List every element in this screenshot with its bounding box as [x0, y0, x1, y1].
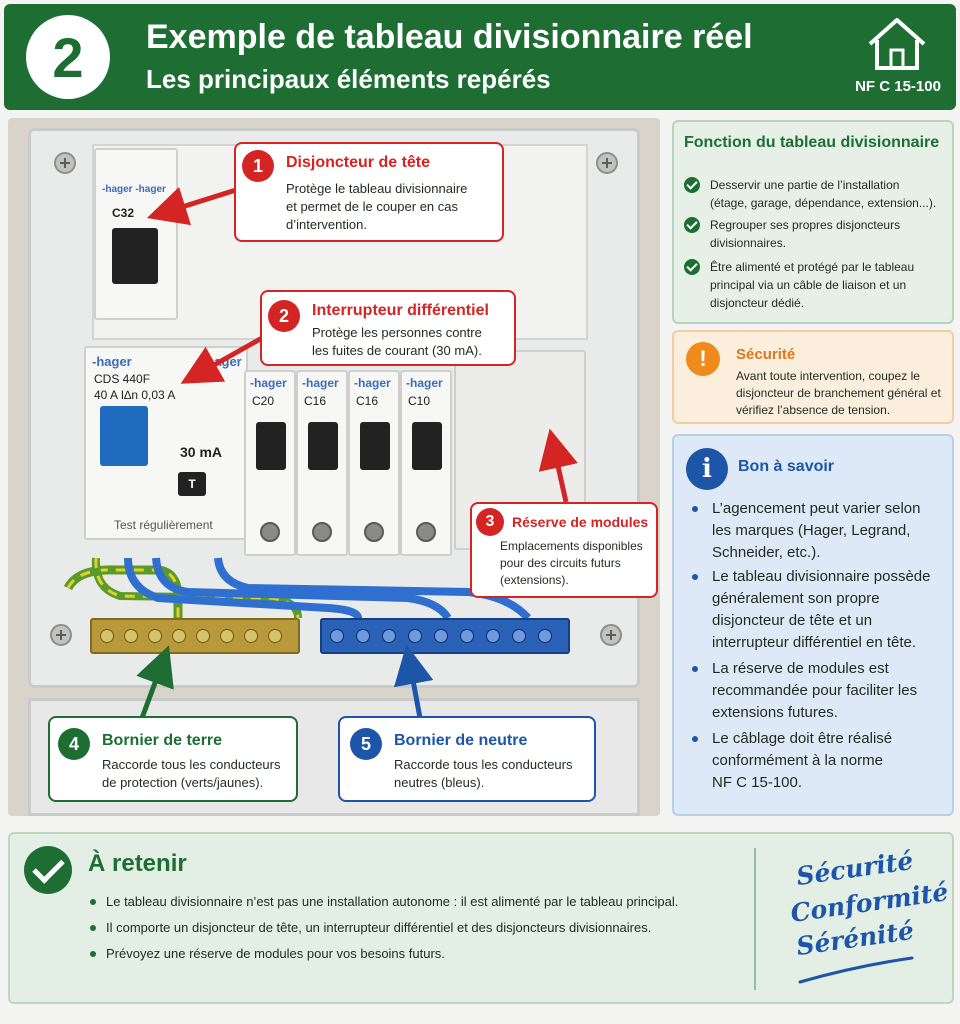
terminal-screw-icon: [364, 522, 384, 542]
warning-icon: !: [686, 342, 720, 376]
breaker-toggle[interactable]: [412, 422, 442, 470]
checkmark-icon: [24, 846, 72, 894]
callout-number: 2: [268, 300, 300, 332]
terminal-screw-icon: [416, 522, 436, 542]
callout-title: Bornier de neutre: [394, 732, 528, 749]
breaker-toggle[interactable]: [308, 422, 338, 470]
rcd-spec: 40 A I∆n 0,03 A: [94, 388, 176, 402]
security-panel: ! Sécurité Avant toute intervention, cou…: [672, 330, 954, 424]
callout-title: Réserve de modules: [512, 514, 649, 530]
neutral-busbar: [320, 618, 570, 654]
step-number-badge: 2: [26, 15, 110, 99]
terminal-screw-icon: [312, 522, 332, 542]
callout-title: Disjoncteur de tête: [286, 154, 431, 171]
security-text: Avant toute intervention, coupez le disj…: [736, 369, 941, 417]
info-icon: i: [686, 448, 728, 490]
callout-neutral-bar: 5 Bornier de neutre Raccorde tous les co…: [338, 716, 596, 802]
breaker-rating: C32: [112, 206, 135, 220]
bullet-icon: [692, 666, 698, 672]
screw-icon: [600, 624, 622, 646]
screw-icon: [596, 152, 618, 174]
security-title: Sécurité: [736, 346, 796, 363]
rcd-toggle[interactable]: [100, 406, 148, 466]
step-number: 2: [52, 25, 84, 89]
norm-label: NF C 15-100: [855, 78, 941, 95]
callout-reserve: 3 Réserve de modules Emplacements dispon…: [470, 502, 658, 598]
key-takeaways-title: À retenir: [88, 850, 187, 877]
breaker-c10: -hager C10: [400, 370, 452, 556]
brand-label: -hager: [406, 376, 443, 390]
breaker-c16: -hager C16: [296, 370, 348, 556]
breaker-rating: C20: [252, 394, 275, 408]
callout-number: 1: [242, 150, 274, 182]
callout-description: Protège le tableau divisionnaire et perm…: [286, 181, 468, 232]
callout-main-breaker: 1 Disjoncteur de tête Protège le tableau…: [234, 142, 504, 242]
bullet-icon: [90, 951, 96, 957]
bullet-icon: [90, 899, 96, 905]
check-icon: [684, 259, 700, 275]
callout-description: Raccorde tous les conducteurs neutres (b…: [394, 757, 573, 790]
breaker-rating: C16: [356, 394, 379, 408]
brand-label: -hager: [354, 376, 391, 390]
callout-title: Bornier de terre: [102, 732, 223, 749]
house-icon: [868, 18, 926, 70]
check-icon: [684, 177, 700, 193]
callout-description: Protège les personnes contre les fuites …: [312, 325, 482, 358]
callout-number: 3: [476, 508, 504, 536]
brand-label: -hager: [250, 376, 287, 390]
callout-rcd: 2 Interrupteur différentiel Protège les …: [260, 290, 516, 366]
good-to-know-title: Bon à savoir: [738, 458, 835, 475]
brand-label: -hager -hager: [102, 184, 166, 195]
test-button[interactable]: T: [178, 472, 206, 496]
test-note: Test régulièrement: [114, 518, 213, 532]
callout-number: 5: [350, 728, 382, 760]
breaker-c20: -hager C20: [244, 370, 296, 556]
main-breaker: -hager -hager C32: [94, 148, 178, 320]
terminal-screw-icon: [260, 522, 280, 542]
rcd-sensitivity: 30 mA: [180, 444, 223, 460]
earth-busbar: [90, 618, 300, 654]
header-banner: 2 Exemple de tableau divisionnaire réel …: [4, 4, 956, 110]
callout-number: 4: [58, 728, 90, 760]
wiring-icon: [63, 557, 531, 621]
swoosh-icon: [798, 956, 914, 984]
page-subtitle: Les principaux éléments repérés: [146, 64, 551, 94]
screw-icon: [54, 152, 76, 174]
bullet-icon: [692, 574, 698, 580]
callout-description: Raccorde tous les conducteurs de protect…: [102, 757, 281, 790]
function-panel: Fonction du tableau divisionnaire Desser…: [672, 120, 954, 324]
brand-label: -hager: [92, 354, 132, 369]
breaker-c16: -hager C16: [348, 370, 400, 556]
callout-earth-bar: 4 Bornier de terre Raccorde tous les con…: [48, 716, 298, 802]
brand-label: -hager: [302, 376, 339, 390]
bullet-icon: [90, 925, 96, 931]
main-breaker-toggle[interactable]: [112, 228, 158, 284]
breaker-rating: C10: [408, 394, 431, 408]
callout-title: Interrupteur différentiel: [312, 302, 489, 319]
breaker-toggle[interactable]: [256, 422, 286, 470]
callout-description: Emplacements disponibles pour des circui…: [500, 539, 643, 587]
breaker-toggle[interactable]: [360, 422, 390, 470]
page-title: Exemple de tableau divisionnaire réel: [146, 18, 753, 56]
rcd-model: CDS 440F: [94, 372, 151, 386]
screw-icon: [50, 624, 72, 646]
check-icon: [684, 217, 700, 233]
function-panel-title: Fonction du tableau divisionnaire: [684, 134, 940, 151]
breaker-rating: C16: [304, 394, 327, 408]
bullet-icon: [692, 736, 698, 742]
key-takeaways-panel: À retenir Le tableau divisionnaire n’est…: [8, 832, 954, 1004]
divider: [754, 848, 756, 990]
good-to-know-panel: i Bon à savoir L’agencement peut varier …: [672, 434, 954, 816]
bullet-icon: [692, 506, 698, 512]
